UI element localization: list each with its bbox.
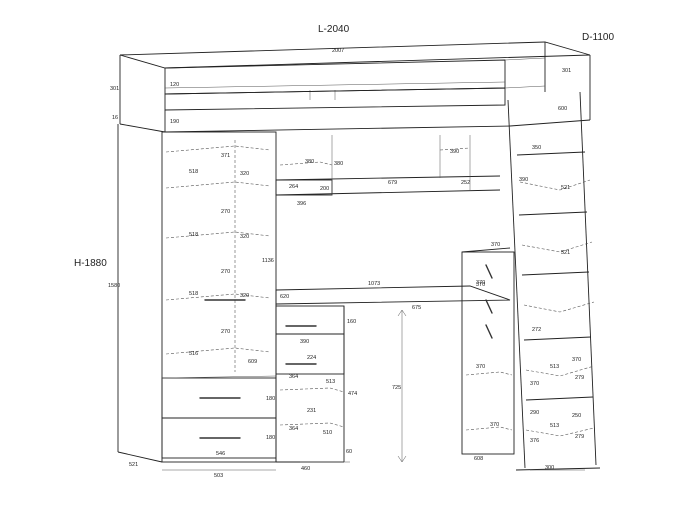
dim-270c: 270 [221, 329, 230, 335]
dim-518b: 518 [189, 232, 198, 238]
dim-252: 252 [461, 180, 470, 186]
depth-label: D-1100 [582, 32, 614, 43]
dim-364b: 364 [289, 426, 298, 432]
dim-320b: 320 [240, 234, 249, 240]
dim-264: 264 [289, 184, 298, 190]
dim-250: 250 [572, 413, 581, 419]
desk-height-arrow [397, 309, 407, 463]
dim-503: 503 [214, 473, 223, 479]
dim-608: 608 [474, 456, 483, 462]
dim-474: 474 [348, 391, 357, 397]
shelf-unit [275, 135, 501, 196]
dim-270a: 270 [221, 209, 230, 215]
dim-160: 160 [347, 319, 356, 325]
ladder [507, 91, 601, 471]
dim-272: 272 [532, 327, 541, 333]
dim-521l: 521 [561, 185, 570, 191]
dim-380a: 380 [305, 159, 314, 165]
dim-725: 725 [392, 385, 401, 391]
dim-600: 600 [558, 106, 567, 112]
dim-370b: 370 [476, 280, 485, 286]
dim-364: 364 [289, 374, 298, 380]
dim-231: 231 [307, 408, 316, 414]
dim-1073: 1073 [368, 281, 380, 287]
dim-620: 620 [280, 294, 289, 300]
dim-side-301: 301 [562, 68, 571, 74]
dim-371: 371 [221, 153, 230, 159]
dim-370f: 370 [490, 422, 499, 428]
dim-516: 516 [189, 351, 198, 357]
height-label: H-1880 [74, 258, 107, 269]
bed-frame [119, 41, 591, 133]
dim-510: 510 [323, 430, 332, 436]
dim-279a: 279 [575, 375, 584, 381]
dim-370: 370 [491, 242, 500, 248]
dim-320c: 320 [240, 293, 249, 299]
dim-60: 60 [346, 449, 352, 455]
dim-left-301: 301 [110, 86, 119, 92]
dim-270b: 270 [221, 269, 230, 275]
dim-609: 609 [248, 359, 257, 365]
dim-390d: 390 [300, 339, 309, 345]
desk [275, 247, 515, 463]
dim-left-16: 16 [112, 115, 118, 121]
dim-300: 300 [545, 465, 554, 471]
dim-180b: 180 [266, 435, 275, 441]
dim-396: 396 [297, 201, 306, 207]
dim-v-190: 190 [170, 119, 179, 125]
dim-224: 224 [307, 355, 316, 361]
dim-518a: 518 [189, 169, 198, 175]
dim-top-total: 2007 [332, 48, 344, 54]
dim-390: 390 [450, 149, 459, 155]
dim-513a: 513 [550, 364, 559, 370]
dim-370g: 370 [476, 282, 485, 288]
dim-1580: 1580 [108, 283, 120, 289]
dim-200: 200 [320, 186, 329, 192]
dim-290: 290 [530, 410, 539, 416]
dim-521b: 521 [561, 250, 570, 256]
dim-460: 460 [301, 466, 310, 472]
dim-513b: 513 [550, 423, 559, 429]
dim-380b: 380 [334, 161, 343, 167]
dim-390l: 390 [519, 177, 528, 183]
dim-521: 521 [129, 462, 138, 468]
dim-279b: 279 [575, 434, 584, 440]
dim-320a: 320 [240, 171, 249, 177]
dim-370d: 370 [572, 357, 581, 363]
dim-518c: 518 [189, 291, 198, 297]
dim-370e: 370 [530, 381, 539, 387]
dim-679: 679 [388, 180, 397, 186]
dim-v-120: 120 [170, 82, 179, 88]
length-label: L-2040 [318, 24, 350, 35]
dim-546: 546 [216, 451, 225, 457]
dim-350: 350 [532, 145, 541, 151]
dim-370c: 370 [476, 364, 485, 370]
dim-675: 675 [412, 305, 421, 311]
dim-1136: 1136 [262, 258, 274, 264]
dim-513: 513 [326, 379, 335, 385]
dim-376: 376 [530, 438, 539, 444]
dim-180a: 180 [266, 396, 275, 402]
